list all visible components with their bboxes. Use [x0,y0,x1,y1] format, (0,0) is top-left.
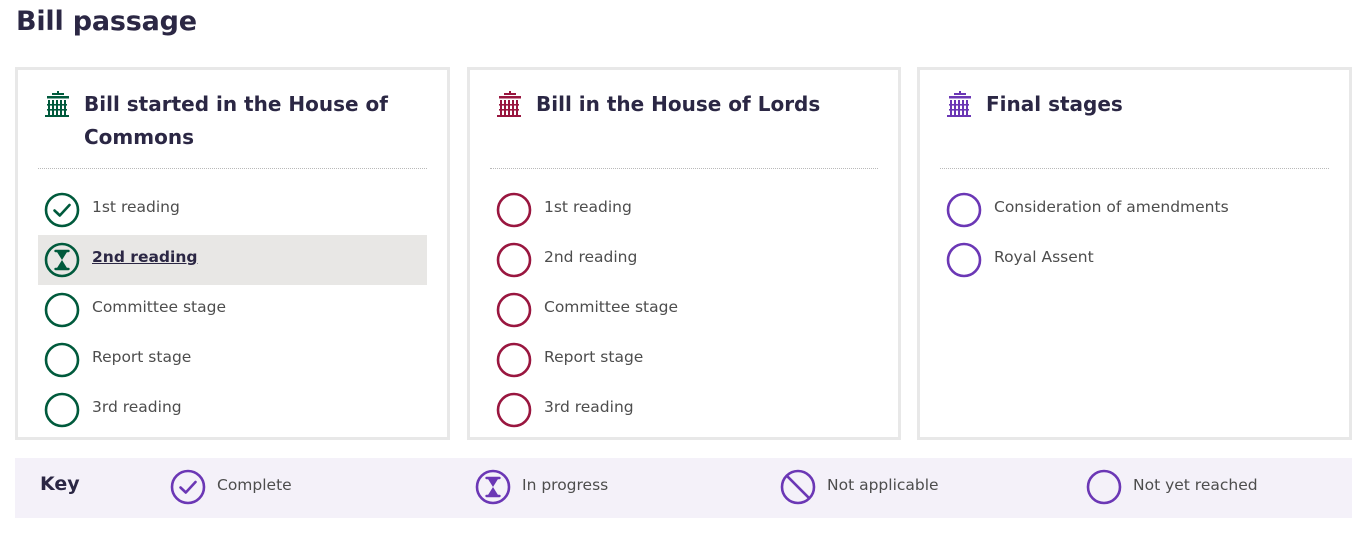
page-title: Bill passage [16,6,197,37]
card-header: Bill in the House of Lords [490,70,878,169]
card-title: Bill started in the House of Commons [84,88,427,154]
not-yet-reached-icon [496,242,532,278]
stage-row: Report stage [38,335,427,385]
stage-label: Report stage [544,348,644,366]
portcullis-icon [497,91,521,117]
in-progress-icon [44,242,80,278]
stage-label: Royal Assent [994,248,1094,266]
not-yet-reached-icon [496,192,532,228]
portcullis-icon [947,91,971,117]
not-yet-reached-icon [44,342,80,378]
stage-link[interactable]: 2nd reading [92,248,198,266]
card-header: Bill started in the House of Commons [38,70,427,169]
hourglass-circle-icon [475,469,511,505]
not-yet-reached-icon [946,192,982,228]
stage-label: 1st reading [544,198,632,216]
stage-label: 3rd reading [544,398,634,416]
stage-label: 3rd reading [92,398,182,416]
stage-row: Report stage [490,335,878,385]
commons-card: Bill started in the House of Commons 1st… [15,67,450,440]
key-label: Complete [217,476,292,494]
empty-circle-icon [1086,469,1122,505]
stage-label: Committee stage [92,298,226,316]
key-legend: Key Complete In progress Not applicable … [15,458,1352,518]
not-yet-reached-icon [496,292,532,328]
card-title-line1: Bill started in the House of [84,92,388,116]
stage-row: 1st reading [38,185,427,235]
not-yet-reached-icon [496,392,532,428]
stage-row: 2nd reading [490,235,878,285]
card-title: Bill in the House of Lords [536,92,821,116]
stage-row: Royal Assent [940,235,1329,285]
not-yet-reached-icon [946,242,982,278]
stage-row: 1st reading [490,185,878,235]
stage-row: Committee stage [38,285,427,335]
stage-row: Consideration of amendments [940,185,1329,235]
final-stages-card: Final stages Consideration of amendments… [917,67,1352,440]
stage-label: 2nd reading [544,248,638,266]
key-label: In progress [522,476,609,494]
not-yet-reached-icon [44,392,80,428]
key-title: Key [40,473,80,495]
portcullis-icon [45,91,69,117]
stage-row-current[interactable]: 2nd reading [38,235,427,285]
not-yet-reached-icon [496,342,532,378]
stage-row: Committee stage [490,285,878,335]
stage-label: 1st reading [92,198,180,216]
card-title-line2: Commons [84,125,194,149]
not-applicable-icon [780,469,816,505]
lords-card: Bill in the House of Lords 1st reading 2… [467,67,901,440]
key-label: Not applicable [827,476,939,494]
not-yet-reached-icon [44,292,80,328]
complete-icon [44,192,80,228]
stage-label: Report stage [92,348,192,366]
card-title: Final stages [986,92,1123,116]
key-label: Not yet reached [1133,476,1258,494]
stage-label: Consideration of amendments [994,198,1229,216]
stage-row: 3rd reading [38,385,427,435]
stage-label: Committee stage [544,298,678,316]
stage-row: 3rd reading [490,385,878,435]
check-circle-icon [170,469,206,505]
card-header: Final stages [940,70,1329,169]
